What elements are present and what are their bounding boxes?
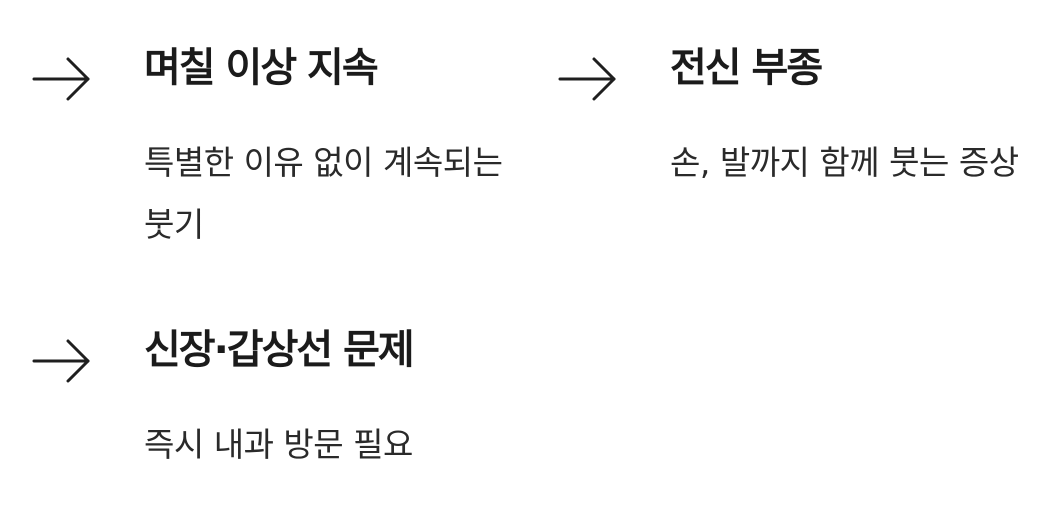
arrow-right-icon <box>32 55 92 103</box>
arrow-right-icon <box>558 55 618 103</box>
item-title: 신장·갑상선 문제 <box>144 327 415 373</box>
item-title: 전신 부종 <box>670 45 823 91</box>
item-title: 며칠 이상 지속 <box>144 45 379 91</box>
arrow-right-icon <box>32 337 92 385</box>
item-description: 즉시 내과 방문 필요 <box>144 425 413 464</box>
item-description: 특별한 이유 없이 계속되는 붓기 <box>144 143 503 244</box>
item-description: 손, 발까지 함께 붓는 증상 <box>670 143 1019 182</box>
